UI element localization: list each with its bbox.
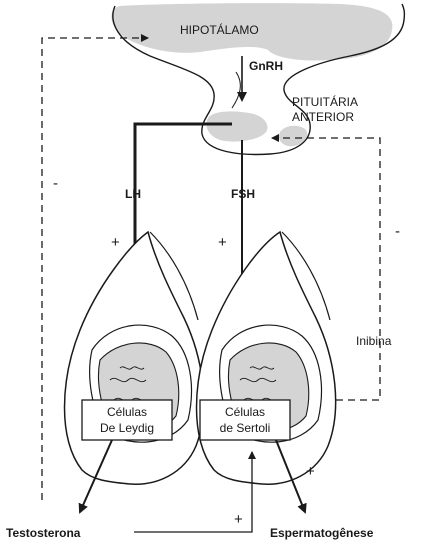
testosterone-feedback-sign: - [53,175,58,192]
pituitary-label-line1: PITUITÁRIA [292,94,358,109]
spermatogenesis-plus-sign: + [306,463,315,480]
sertoli-cells-label-line2: de Sertoli [220,421,271,435]
inhibin-feedback-sign: - [395,223,400,240]
gnrh-label: GnRH [249,59,283,73]
pituitary-label-line2: ANTERIOR [292,110,354,124]
anterior-pituitary [207,111,268,141]
spermatogenesis-label: Espermatogênese [270,526,374,540]
left-testis [65,232,204,484]
fsh-label: FSH [231,187,255,201]
testosterone-to-sertoli-sign: + [234,511,243,528]
right-testis [197,232,336,484]
testosterone-label: Testosterona [6,526,81,540]
lh-label: LH [125,187,141,201]
fsh-plus-sign: + [218,234,227,251]
leydig-cells-label-line2: De Leydig [100,421,154,435]
hypothalamus-label: HIPOTÁLAMO [180,22,259,37]
stalk-inner-line [232,72,240,108]
lh-plus-sign: + [111,234,120,251]
sertoli-cells-label-line1: Células [225,405,265,419]
inhibin-label: Inibina [356,334,392,348]
leydig-cells-label-line1: Células [107,405,147,419]
